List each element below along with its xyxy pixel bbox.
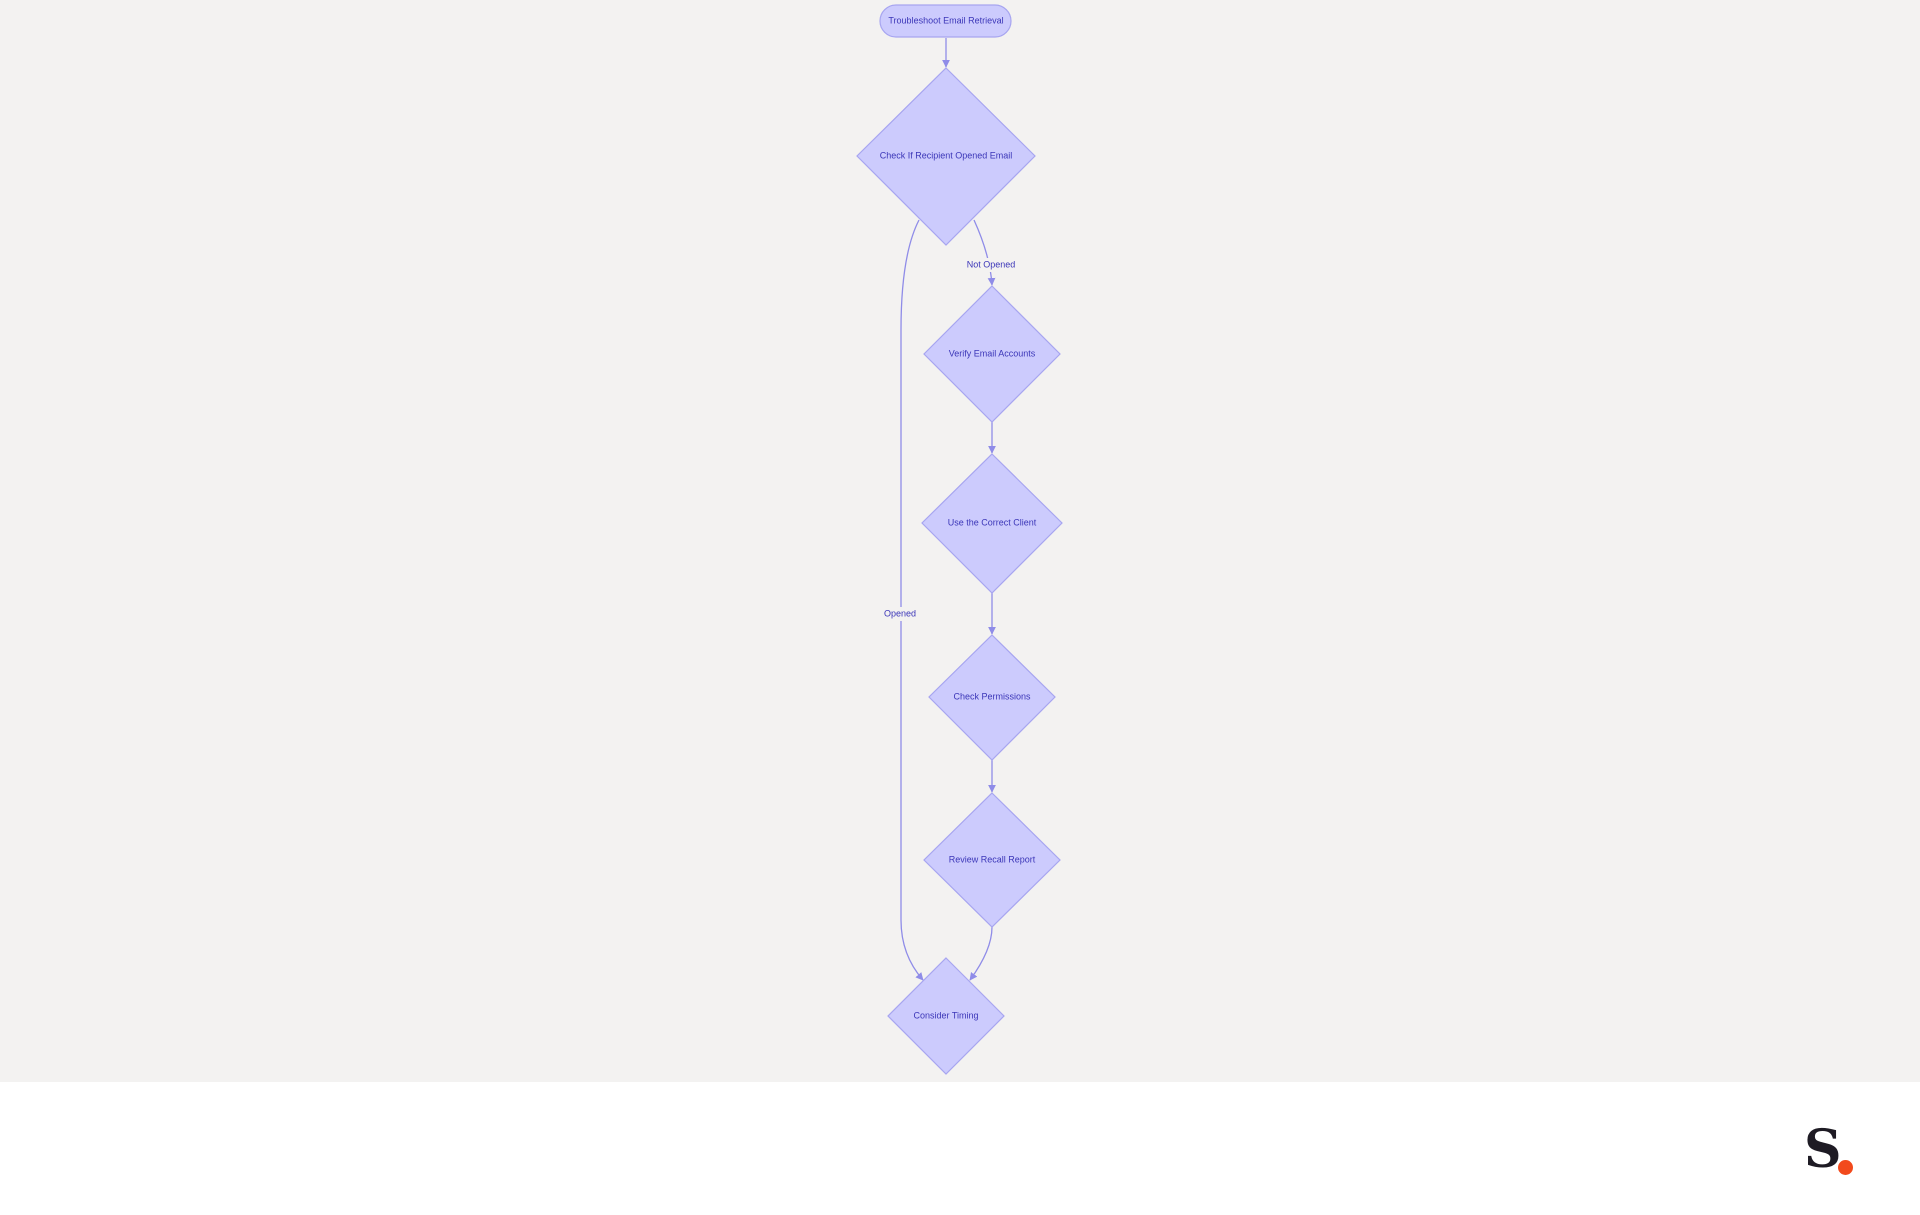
node-check-permissions-label: Check Permissions bbox=[953, 691, 1031, 701]
node-start[interactable]: Troubleshoot Email Retrieval bbox=[879, 4, 1012, 38]
node-review-report[interactable]: Review Recall Report bbox=[923, 792, 1061, 928]
logo-letter: S bbox=[1804, 1119, 1842, 1180]
edge-label-opened: Opened bbox=[884, 608, 916, 618]
edge-review-report-to-consider-timing bbox=[969, 926, 993, 981]
node-correct-client[interactable]: Use the Correct Client bbox=[921, 453, 1063, 594]
node-check-opened[interactable]: Check If Recipient Opened Email bbox=[856, 67, 1036, 246]
node-verify-accounts-label: Verify Email Accounts bbox=[949, 348, 1036, 358]
node-start-label: Troubleshoot Email Retrieval bbox=[888, 15, 1003, 25]
flowchart: Not Opened Opened Troubleshoot Email Ret… bbox=[856, 4, 1063, 1075]
node-consider-timing[interactable]: Consider Timing bbox=[887, 957, 1005, 1075]
node-consider-timing-label: Consider Timing bbox=[913, 1010, 978, 1020]
node-review-report-label: Review Recall Report bbox=[949, 854, 1036, 864]
footer bbox=[0, 1082, 1920, 1215]
edge-labels: Not Opened Opened bbox=[883, 258, 1016, 621]
edges bbox=[900, 38, 996, 981]
logo-dot bbox=[1838, 1160, 1853, 1175]
edge-label-not-opened: Not Opened bbox=[967, 259, 1016, 269]
brand-logo[interactable]: S bbox=[1800, 1124, 1860, 1178]
node-verify-accounts[interactable]: Verify Email Accounts bbox=[923, 285, 1061, 423]
diagram-canvas: Not Opened Opened Troubleshoot Email Ret… bbox=[0, 0, 1920, 1082]
edge-check-opened-to-verify-accounts bbox=[973, 219, 996, 286]
node-check-opened-label: Check If Recipient Opened Email bbox=[880, 150, 1013, 160]
nodes: Troubleshoot Email Retrieval Check If Re… bbox=[856, 4, 1063, 1075]
node-check-permissions[interactable]: Check Permissions bbox=[928, 634, 1056, 761]
node-correct-client-label: Use the Correct Client bbox=[948, 517, 1037, 527]
edge-check-opened-to-consider-timing bbox=[900, 219, 924, 981]
